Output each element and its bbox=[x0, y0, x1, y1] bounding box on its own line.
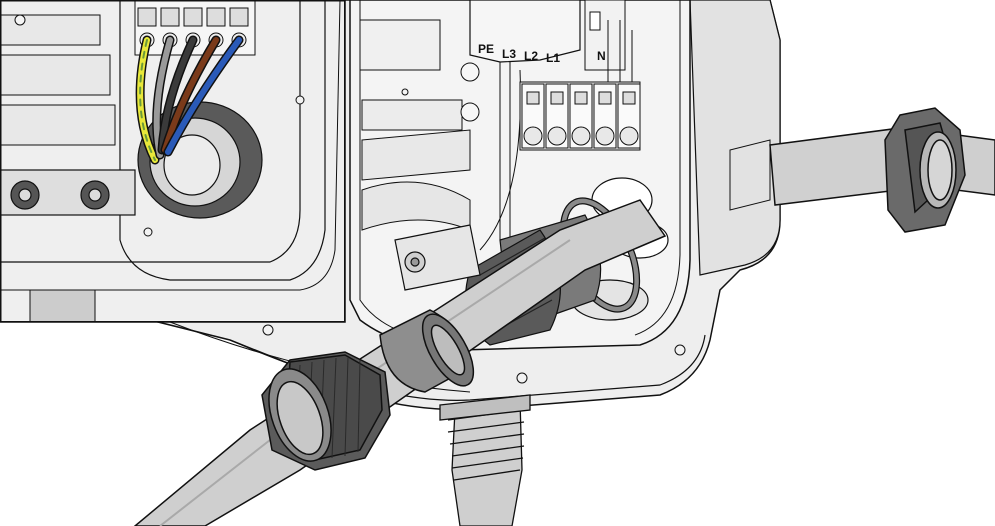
terminal-label-l2: L2 bbox=[524, 49, 538, 63]
terminal-label-n: N bbox=[597, 49, 606, 63]
cable-gland-nut-loose-icon bbox=[261, 351, 391, 471]
cable-gland-nut-icon bbox=[884, 107, 966, 233]
terminal-block-icon bbox=[519, 20, 641, 151]
housing-interior bbox=[359, 19, 521, 251]
inset-border bbox=[0, 0, 346, 323]
housing-screws bbox=[262, 324, 686, 384]
terminal-label-l3: L3 bbox=[502, 47, 516, 61]
inset-wires bbox=[135, 35, 244, 165]
terminal-label-pe: PE bbox=[478, 42, 494, 56]
strain-relief-clamp bbox=[394, 224, 481, 291]
terminal-label-plate: PE L3 L2 L1 N bbox=[469, 0, 626, 71]
terminal-label-l1: L1 bbox=[546, 51, 560, 65]
flex-conduit bbox=[439, 394, 531, 526]
inset-detail-view bbox=[0, 0, 346, 323]
seal-sleeve-icon bbox=[379, 309, 475, 393]
